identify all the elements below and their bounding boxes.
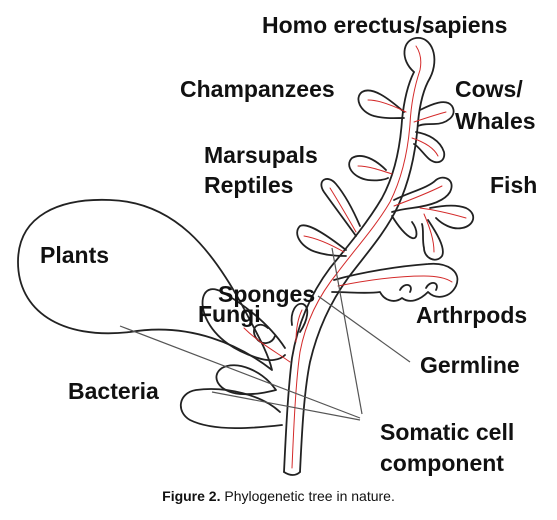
label-homo: Homo erectus/sapiens bbox=[262, 12, 507, 38]
trunk-base bbox=[283, 471, 301, 476]
germline-sponge bbox=[295, 309, 303, 343]
label-reptiles: Reptiles bbox=[204, 172, 293, 198]
germline-main bbox=[291, 45, 422, 469]
label-plants: Plants bbox=[40, 242, 109, 268]
label-germline: Germline bbox=[420, 352, 520, 378]
label-sponges: Sponges bbox=[218, 281, 315, 307]
marsupial-lobe bbox=[348, 155, 389, 182]
fish-lower-lobe bbox=[421, 219, 444, 261]
trunk-right-edge bbox=[299, 77, 431, 473]
caption-text: Phylogenetic tree in nature. bbox=[220, 488, 395, 504]
label-fish: Fish bbox=[490, 172, 537, 198]
germline-fungi bbox=[243, 327, 291, 363]
germline-fish-2 bbox=[419, 207, 467, 219]
label-cows: Cows/ bbox=[455, 76, 523, 102]
germline-chimp bbox=[367, 99, 407, 113]
sponges-lobe bbox=[290, 302, 309, 333]
trunk-left-edge bbox=[283, 71, 415, 473]
label-somatic-cell: Somatic cell bbox=[380, 419, 514, 445]
fish-upper-lobe bbox=[391, 176, 453, 213]
bacteria-upper-lobe bbox=[215, 364, 277, 396]
label-whales: Whales bbox=[455, 108, 536, 134]
germline-arthropod bbox=[337, 275, 453, 287]
fungi-lobe bbox=[201, 288, 286, 362]
cows-lobe bbox=[417, 101, 455, 127]
arthropod-lobe bbox=[331, 262, 459, 302]
fish-right-lobe bbox=[429, 204, 475, 230]
homo-lobe bbox=[403, 37, 436, 79]
label-marsupals: Marsupals bbox=[204, 142, 318, 168]
germline-whales bbox=[411, 137, 439, 157]
somatic-pointer-trunk bbox=[331, 247, 363, 415]
somatic-pointer-bacteria bbox=[211, 391, 361, 421]
germline-reptile-1 bbox=[329, 187, 357, 233]
germline-marsupial bbox=[357, 165, 393, 175]
germline-pointer bbox=[317, 295, 411, 363]
label-fungi: Fungi bbox=[198, 301, 261, 327]
reptile-upper-lobe bbox=[320, 178, 361, 237]
label-bacteria: Bacteria bbox=[68, 378, 159, 404]
germline-reptile-2 bbox=[303, 235, 345, 253]
bacteria-lower-lobe bbox=[180, 388, 283, 430]
figure-caption: Figure 2. Phylogenetic tree in nature. bbox=[0, 488, 557, 504]
germline-fish-3 bbox=[423, 213, 435, 253]
fish-inner-lobe bbox=[391, 215, 418, 240]
arthropod-curl-1 bbox=[399, 284, 412, 293]
label-arthropods: Arthrpods bbox=[416, 302, 527, 328]
whales-lobe bbox=[413, 131, 446, 164]
germline-fish-1 bbox=[393, 185, 443, 207]
germline-cows bbox=[413, 111, 447, 123]
caption-label: Figure 2. bbox=[162, 488, 221, 504]
label-component: component bbox=[380, 450, 504, 476]
label-chimpanzees: Champanzees bbox=[180, 76, 335, 102]
somatic-pointer-plants bbox=[119, 325, 361, 419]
chimpanzee-lobe bbox=[357, 89, 405, 120]
arthropod-curl-2 bbox=[425, 282, 438, 291]
